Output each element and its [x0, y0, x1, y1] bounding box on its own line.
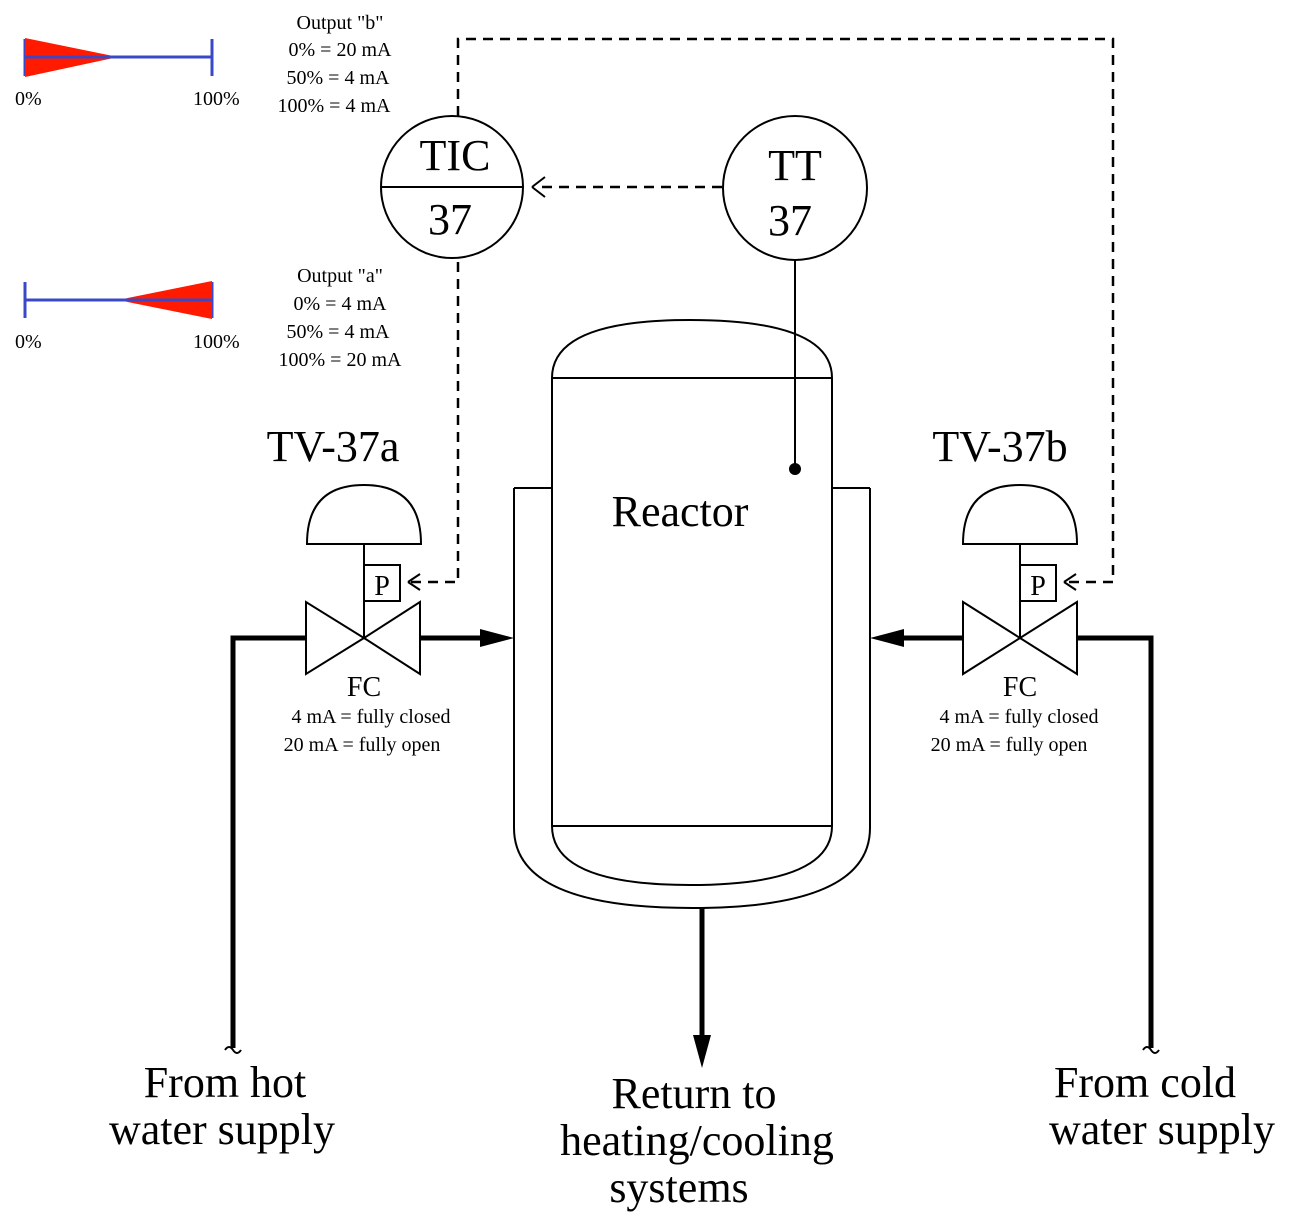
output-a-scale-min: 0% [15, 331, 42, 353]
output-a-line2: 50% = 4 mA [287, 321, 390, 343]
valve-b-note1: 4 mA = fully closed [939, 706, 1098, 728]
valve-a-note2: 20 mA = fully open [284, 734, 441, 756]
output-a-scale [23, 281, 214, 319]
output-b-scale [23, 38, 214, 77]
tt-tag: TT [768, 141, 822, 190]
valve-b-name: TV-37b [932, 422, 1067, 471]
cold-water-pipe [870, 629, 1160, 1054]
tt-loop-number: 37 [768, 196, 812, 245]
output-b-scale-min: 0% [15, 88, 42, 110]
tic-tag: TIC [420, 131, 491, 180]
signal-lines [407, 37, 1115, 591]
hot-supply-line1: From hot [144, 1058, 307, 1107]
signal-line-output-b [456, 37, 1115, 584]
output-a-line1: 0% = 4 mA [294, 293, 387, 315]
signal-line-output-a [408, 262, 460, 584]
valve-tv-37a[interactable] [305, 483, 423, 676]
hot-supply-line2: water supply [109, 1105, 335, 1154]
cold-supply-line1: From cold [1054, 1058, 1236, 1107]
cold-supply-line2: water supply [1049, 1105, 1275, 1154]
valve-b-fail-mode: FC [1003, 672, 1037, 703]
reactor-label: Reactor [612, 487, 749, 536]
valve-b-body-right [1018, 600, 1078, 676]
valve-a-body-right [362, 600, 421, 676]
output-a-scale-max: 100% [193, 331, 240, 353]
hot-water-pipe [224, 629, 514, 1054]
valve-a-positioner-label: P [374, 571, 390, 602]
valve-b-note2: 20 mA = fully open [931, 734, 1088, 756]
valve-b-positioner-label: P [1030, 571, 1046, 602]
return-label-line1: Return to [612, 1069, 777, 1118]
sensor-tip [789, 463, 801, 475]
output-b-line1: 0% = 20 mA [289, 39, 392, 61]
reactor-vessel[interactable] [513, 318, 871, 910]
output-a-line3: 100% = 20 mA [279, 349, 402, 371]
valve-tv-37b[interactable] [961, 483, 1079, 676]
valve-a-actuator [305, 483, 423, 545]
output-b-title: Output "b" [297, 12, 384, 34]
valve-a-body-left [305, 600, 366, 676]
valve-a-note1: 4 mA = fully closed [291, 706, 450, 728]
valve-a-fail-mode: FC [347, 672, 381, 703]
valve-b-body-left [962, 600, 1022, 676]
output-b-line3: 100% = 4 mA [278, 95, 391, 117]
valve-a-name: TV-37a [267, 422, 400, 471]
return-label-line3: systems [609, 1163, 748, 1212]
output-b-line2: 50% = 4 mA [287, 67, 390, 89]
output-a-title: Output "a" [297, 265, 383, 287]
valve-a-positioner [363, 564, 401, 602]
tic-37-bubble[interactable] [380, 115, 524, 259]
return-label-line2: heating/cooling [560, 1116, 834, 1165]
valve-b-positioner [1019, 564, 1057, 602]
output-b-scale-max: 100% [193, 88, 240, 110]
valve-b-actuator [961, 483, 1079, 545]
return-line [693, 908, 711, 1068]
tic-loop-number: 37 [428, 195, 472, 244]
